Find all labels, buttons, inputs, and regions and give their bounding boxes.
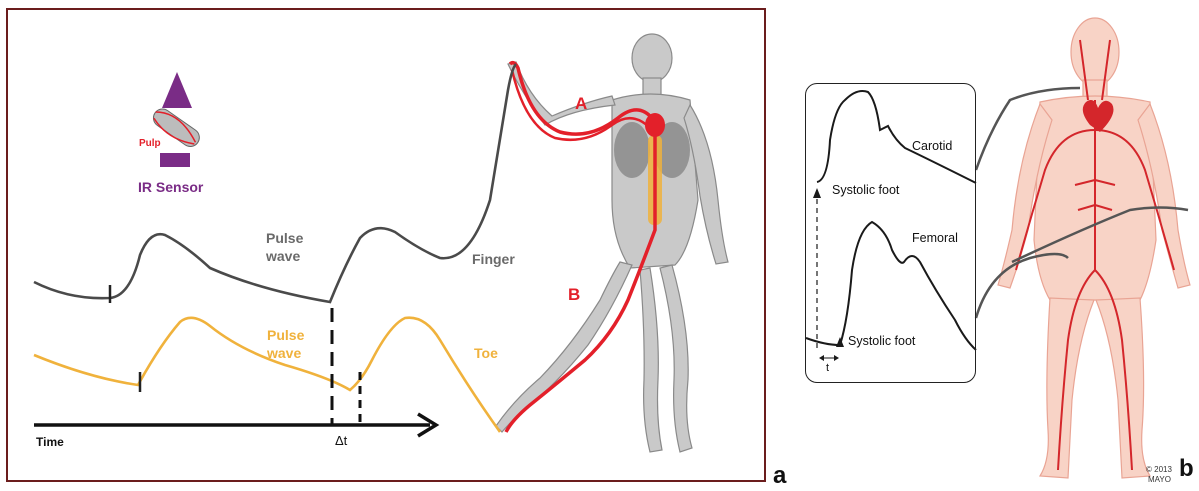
systolic-foot-top-label: Systolic foot [832, 184, 899, 197]
systolic-foot-bottom-label: Systolic foot [848, 335, 915, 348]
t-label: t [826, 363, 829, 374]
femoral-label: Femoral [912, 232, 958, 245]
panel-letter-b: b [1179, 457, 1194, 481]
copyright-line2: MAYO [1148, 476, 1171, 484]
copyright-line1: © 2013 [1146, 466, 1172, 474]
carotid-label: Carotid [912, 140, 952, 153]
